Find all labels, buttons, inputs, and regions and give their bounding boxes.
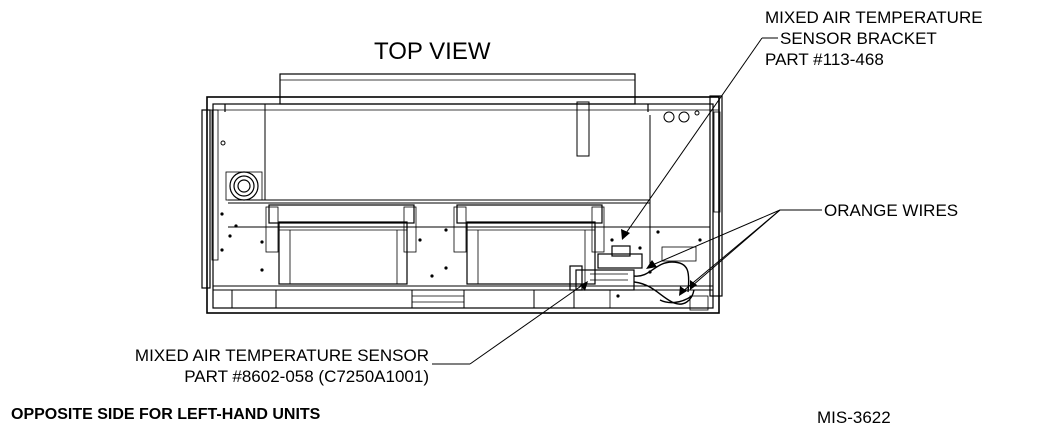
bracket-callout-line2: SENSOR BRACKET	[780, 29, 937, 48]
orange-wires-label: ORANGE WIRES	[824, 201, 959, 220]
orange-wires	[633, 261, 695, 305]
sensor-callout-line2: PART #8602-058 (C7250A1001)	[184, 367, 429, 386]
top-panel	[279, 73, 636, 105]
internal-structure	[220, 101, 710, 265]
sensor-callout-line1: MIXED AIR TEMPERATURE SENSOR	[134, 346, 429, 365]
bracket-callout-line1: MIXED AIR TEMPERATURE	[765, 8, 983, 27]
arrowheads	[580, 229, 697, 296]
leader-lines	[432, 37, 822, 365]
cabinet-outline	[201, 95, 723, 314]
left-hand-note: OPPOSITE SIDE FOR LEFT-HAND UNITS	[11, 406, 321, 423]
screw-dots	[220, 212, 702, 298]
bottom-rails	[213, 285, 713, 311]
blower-right	[453, 204, 605, 285]
round-fitting	[225, 171, 263, 201]
blower-left	[265, 204, 417, 285]
bracket-callout-line3: PART #113-468	[765, 50, 884, 69]
drawing-id: MIS-3622	[817, 408, 891, 427]
sensor-assembly	[569, 245, 697, 291]
view-title: TOP VIEW	[374, 38, 491, 65]
